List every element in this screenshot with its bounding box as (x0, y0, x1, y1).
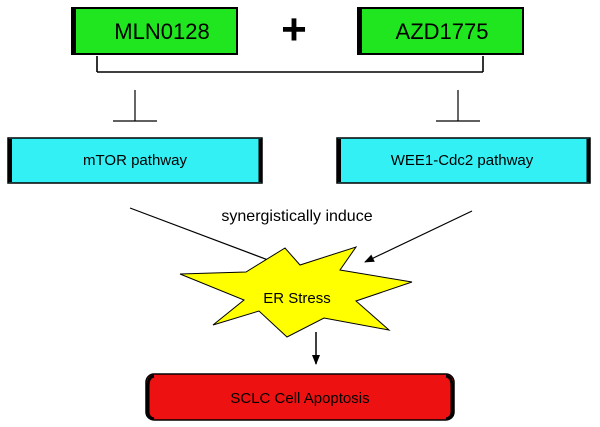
drug-box-azd1775: AZD1775 (357, 7, 524, 55)
edge-label: synergistically induce (221, 208, 372, 225)
er-stress-burst: ER Stress (179, 246, 413, 338)
inhibition-bar-left (113, 90, 157, 122)
drug-label-mln0128: MLN0128 (114, 19, 209, 44)
pathway-label-mtor: mTOR pathway (83, 152, 187, 169)
pathway-box-wee1: WEE1-Cdc2 pathway (336, 137, 591, 184)
combination-bracket (96, 56, 484, 73)
arrow-mtor-to-er-stress (129, 207, 285, 267)
drug-label-azd1775: AZD1775 (396, 19, 489, 44)
plus-operator: + (281, 5, 307, 54)
drug-box-mln0128: MLN0128 (71, 7, 238, 55)
arrow-wee1-to-er-stress (364, 210, 473, 263)
outcome-label: SCLC Cell Apoptosis (230, 390, 369, 407)
pathway-label-wee1: WEE1-Cdc2 pathway (391, 152, 534, 169)
inhibition-bar-right (436, 90, 480, 122)
pathway-box-mtor: mTOR pathway (7, 137, 263, 184)
er-stress-label: ER Stress (263, 290, 331, 307)
outcome-box-apoptosis: SCLC Cell Apoptosis (145, 373, 455, 421)
